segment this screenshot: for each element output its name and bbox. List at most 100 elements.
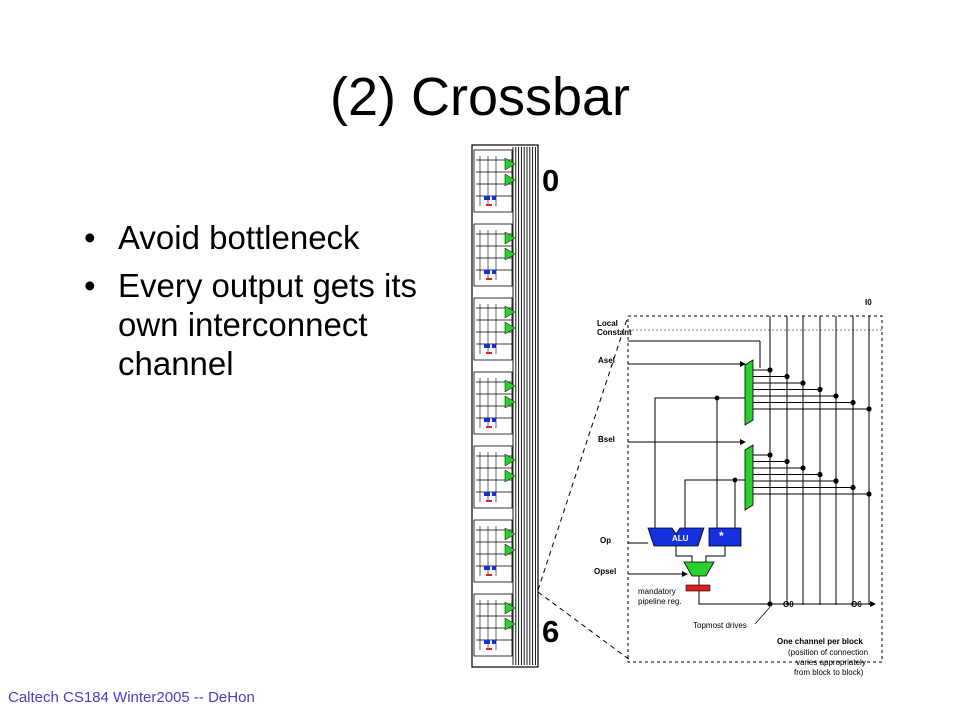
- mux-green-icon: [504, 527, 516, 541]
- bullet-text: Every output gets its own interconnect c…: [118, 267, 417, 382]
- mux-green-icon: [504, 321, 516, 335]
- alu-icon: [647, 527, 705, 547]
- label-one-channel: One channel per block: [777, 637, 863, 646]
- mux-b-output: [684, 479, 745, 528]
- label-multiplier: *: [719, 529, 724, 543]
- crossbar-block: [473, 519, 516, 583]
- label-o0: O0: [783, 600, 794, 609]
- connection-dot: [833, 478, 839, 484]
- mult-output: [705, 546, 726, 562]
- connection-dot: [817, 471, 823, 478]
- mux-green-icon: [504, 173, 516, 187]
- label-i0: I0: [865, 298, 872, 307]
- mux-b-icon: [744, 444, 754, 511]
- bullet-dot: •: [84, 219, 96, 256]
- slide-title: (2) Crossbar: [329, 67, 631, 127]
- connection-dot: [850, 399, 856, 406]
- zoom-line-bottom: [537, 591, 631, 661]
- bullet-item: • Every output gets its own interconnect…: [82, 266, 452, 383]
- mux-green-icon: [504, 157, 516, 171]
- mux-green-icon: [504, 601, 516, 615]
- alu-mark-icon: [492, 344, 496, 348]
- connection-dot: [767, 367, 773, 373]
- alu-output: [675, 546, 693, 562]
- column-border: [471, 144, 539, 668]
- connection-dot: [800, 380, 806, 386]
- connection-dot: [833, 393, 839, 399]
- alu-mark-icon: [492, 270, 496, 274]
- register-mark-icon: [486, 500, 492, 502]
- register-mark-icon: [486, 204, 492, 206]
- crossbar-block: [473, 593, 516, 657]
- arrow-icon: [740, 361, 746, 367]
- alu-mark-icon: [484, 566, 490, 570]
- label-topmost-drives: Topmost drives: [693, 621, 747, 630]
- mux-green-icon: [504, 395, 516, 409]
- alu-mark-icon: [484, 492, 490, 496]
- connection-dot: [866, 406, 872, 412]
- mux-green-icon: [504, 469, 516, 483]
- connection-dot: [767, 452, 773, 458]
- alu-mark-icon: [484, 196, 490, 200]
- column-label-top: 0: [542, 163, 559, 198]
- pipeline-register-icon: [685, 584, 711, 592]
- mux-green-icon: [504, 453, 516, 467]
- mux-green-icon: [504, 617, 516, 631]
- connection-dot: [714, 395, 720, 401]
- crossbar-block: [473, 149, 516, 213]
- detail-border: [627, 315, 883, 663]
- connection-dot: [850, 484, 856, 491]
- crossbar-block: [473, 445, 516, 509]
- bullet-list: • Avoid bottleneck • Every output gets i…: [82, 218, 452, 392]
- mux-green-icon: [504, 543, 516, 557]
- arrow-icon: [682, 571, 688, 577]
- zoom-line-top: [537, 315, 629, 591]
- connection-dot: [767, 601, 773, 607]
- label-bsel: Bsel: [598, 435, 615, 444]
- connection-dot: [800, 465, 806, 471]
- alu-mark-icon: [484, 640, 490, 644]
- alu-mark-icon: [484, 418, 490, 422]
- alu-mark-icon: [484, 270, 490, 274]
- alu-mark-icon: [484, 344, 490, 348]
- alu-mark-icon: [492, 492, 496, 496]
- register-mark-icon: [486, 426, 492, 428]
- register-mark-icon: [486, 278, 492, 280]
- pointer-line: [754, 606, 771, 625]
- alu-mark-icon: [492, 418, 496, 422]
- label-o6: O6: [851, 600, 862, 609]
- label-asel: Asel: [598, 356, 615, 365]
- register-output-wire: [698, 591, 870, 605]
- mux-green-icon: [504, 247, 516, 261]
- connection-dot: [784, 373, 790, 380]
- arrow-icon: [740, 439, 746, 445]
- connection-dot: [817, 386, 823, 393]
- label-op: Op: [600, 536, 611, 545]
- mux-green-icon: [504, 379, 516, 393]
- label-opsel: Opsel: [594, 567, 616, 576]
- bullet-item: • Avoid bottleneck: [82, 218, 452, 257]
- register-mark-icon: [486, 648, 492, 650]
- mux-green-icon: [504, 231, 516, 245]
- arrow-icon: [870, 601, 876, 607]
- bullet-text: Avoid bottleneck: [118, 219, 360, 256]
- mux-a-icon: [744, 359, 754, 426]
- bullet-dot: •: [84, 267, 96, 304]
- crossbar-block: [473, 297, 516, 361]
- footer-credit: Caltech CS184 Winter2005 -- DeHon: [8, 689, 255, 706]
- crossbar-block: [473, 223, 516, 287]
- connection-dot: [732, 477, 738, 483]
- register-mark-icon: [486, 574, 492, 576]
- column-label-bottom: 6: [542, 614, 559, 649]
- output-mux-icon: [683, 561, 715, 577]
- label-alu: ALU: [672, 534, 689, 543]
- mux-a-output: [654, 397, 745, 528]
- register-mark-icon: [486, 352, 492, 354]
- crossbar-block: [473, 371, 516, 435]
- crossbar-column: [471, 144, 539, 668]
- connection-dot: [784, 458, 790, 465]
